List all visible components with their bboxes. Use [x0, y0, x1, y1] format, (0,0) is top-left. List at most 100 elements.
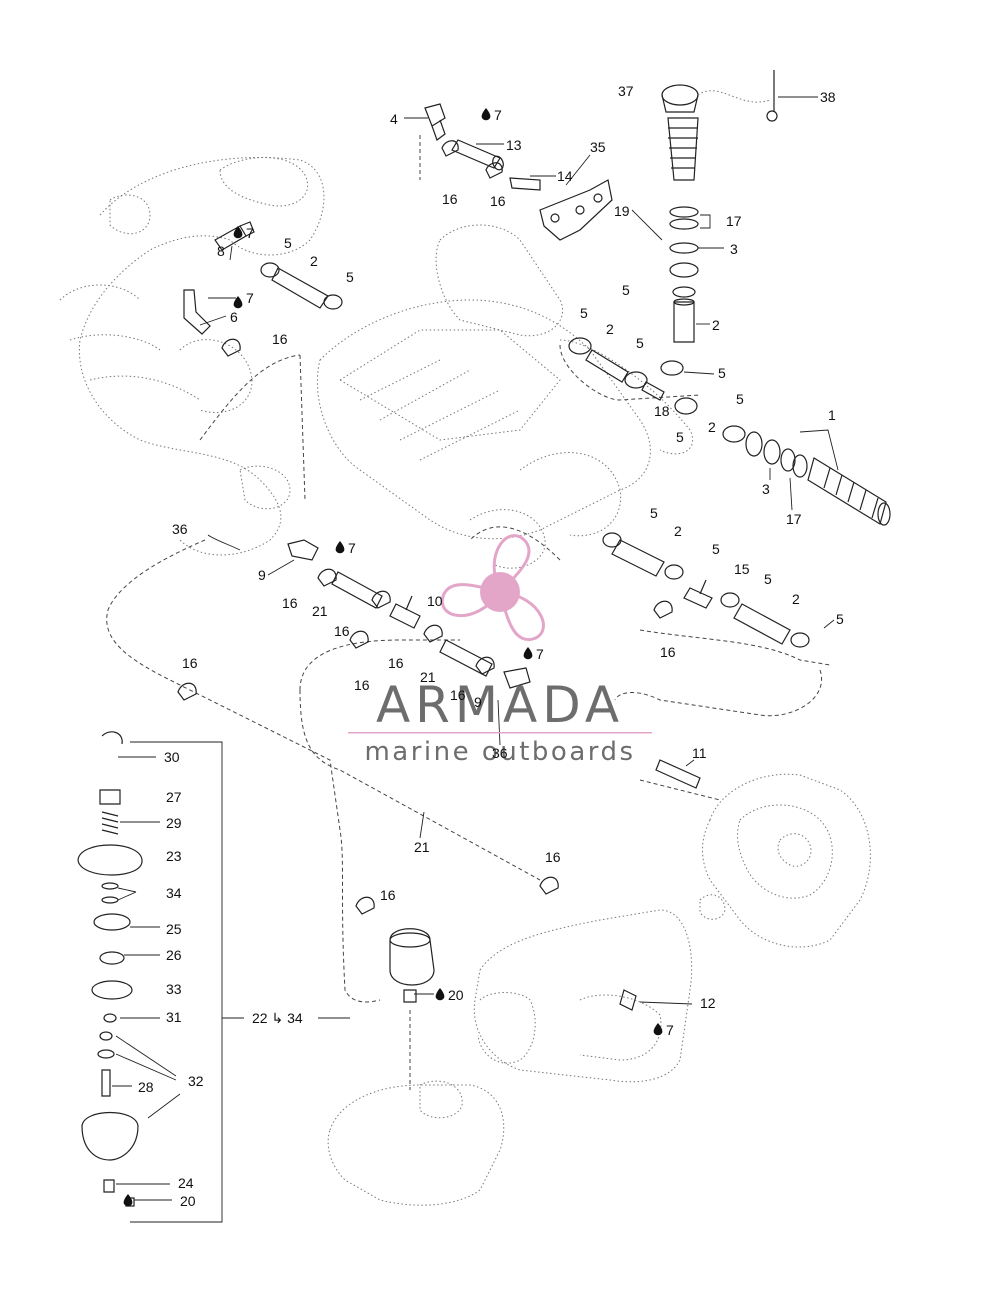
callout-19: 19 — [614, 203, 630, 219]
hose-2-left — [260, 262, 343, 310]
fitting-14 — [509, 177, 541, 191]
hose-2-lower-right — [720, 592, 810, 648]
hose-2-vertical — [673, 298, 695, 343]
propeller-blade — [440, 583, 502, 618]
callout-24: 24 — [178, 1175, 194, 1191]
hose-21-lower — [439, 639, 493, 677]
callout-17: 17 — [726, 213, 742, 229]
callout-17: 17 — [786, 511, 802, 527]
callout-3: 3 — [730, 241, 738, 257]
callout-16: 16 — [182, 655, 198, 671]
callout-1: 1 — [828, 407, 836, 423]
callout-21: 21 — [420, 669, 436, 685]
callout-6: 6 — [230, 309, 238, 325]
callout-11: 11 — [692, 745, 707, 761]
hose-2-right — [585, 349, 629, 383]
callout-21: 21 — [312, 603, 328, 619]
callout-16: 16 — [490, 193, 506, 209]
sealant-drop-icon — [233, 226, 243, 239]
callout-7: 7 — [536, 646, 544, 662]
clamp-16-top — [441, 140, 503, 179]
muffler-outline — [473, 909, 693, 1083]
callout-16: 16 — [354, 677, 370, 693]
washer-3-right — [745, 431, 781, 465]
callout-2: 2 — [792, 591, 800, 607]
sealant-drop-icon — [481, 108, 491, 121]
callout-8: 8 — [217, 243, 225, 259]
clamp-16-lower — [355, 876, 559, 915]
filler-neck-19 — [667, 117, 699, 181]
callout-13: 13 — [506, 137, 522, 153]
propeller-logo-icon — [440, 534, 545, 642]
callout-38: 38 — [820, 89, 836, 105]
fill-cap-37 — [661, 84, 771, 113]
fitting-12 — [619, 989, 637, 1011]
sealant-markers — [123, 108, 663, 1207]
engine-block-outline — [316, 224, 694, 569]
o-ring-17-top — [669, 206, 699, 230]
callout-2: 2 — [708, 419, 716, 435]
callout-36: 36 — [492, 745, 508, 761]
fitting-11 — [655, 759, 701, 789]
callout-16: 16 — [272, 331, 288, 347]
bracket-35 — [539, 179, 613, 241]
callout-5: 5 — [836, 611, 844, 627]
callout-5: 5 — [718, 365, 726, 381]
callout-27: 27 — [166, 789, 182, 805]
callout-12: 12 — [700, 995, 716, 1011]
propeller-blade — [492, 534, 531, 594]
clamp-5-row — [568, 337, 746, 443]
callout-15: 15 — [734, 561, 750, 577]
callout-16: 16 — [282, 595, 298, 611]
callout-30: 30 — [164, 749, 180, 765]
fitting-4 — [424, 103, 446, 141]
callout-7: 7 — [246, 290, 254, 306]
callout-20: 20 — [448, 987, 464, 1003]
sealant-drop-icon — [653, 1023, 663, 1036]
fitting-9-top — [287, 539, 319, 561]
callout-5: 5 — [284, 235, 292, 251]
callout-14: 14 — [557, 168, 573, 184]
hose-routings — [106, 135, 831, 1090]
callout-21: 21 — [414, 839, 430, 855]
sealant-drop-icon — [435, 988, 445, 1001]
sealant-drop-icon — [233, 296, 243, 309]
callout-33: 33 — [166, 981, 182, 997]
callout-9: 9 — [258, 567, 266, 583]
callout-16: 16 — [380, 887, 396, 903]
callout-36: 36 — [172, 521, 188, 537]
fitting-8 — [214, 221, 255, 251]
callout-2: 2 — [712, 317, 720, 333]
callout-5: 5 — [346, 269, 354, 285]
callout-5: 5 — [736, 391, 744, 407]
callout-34: 34 — [166, 885, 182, 901]
callout-35: 35 — [590, 139, 606, 155]
water-box-outline — [327, 1080, 505, 1206]
callout-5: 5 — [622, 282, 630, 298]
callout-5: 5 — [764, 571, 772, 587]
callout-7: 7 — [348, 540, 356, 556]
clamps-16-mid — [177, 568, 673, 701]
clamp-5-mid — [660, 360, 684, 376]
washer-3-top — [669, 242, 699, 278]
callout-16: 16 — [442, 191, 458, 207]
sealant-drop-icon — [335, 541, 345, 554]
hose-21-upper — [331, 571, 383, 609]
fitting-18 — [641, 381, 665, 401]
callout-16: 16 — [388, 655, 404, 671]
clamp-16-left — [221, 338, 241, 357]
callout-7: 7 — [246, 225, 254, 241]
callout-37: 37 — [618, 83, 634, 99]
fitting-9-bottom — [503, 667, 531, 689]
tee-15 — [683, 579, 713, 609]
jet-pump-outline — [699, 773, 871, 948]
hose-13 — [451, 139, 504, 171]
elbow-6 — [183, 289, 211, 335]
callout-10: 10 — [427, 593, 443, 609]
watermark-tagline: marine outboards — [364, 737, 635, 767]
callout-26: 26 — [166, 947, 182, 963]
exhaust-manifold-outline — [59, 157, 325, 556]
o-ring-17-right — [780, 448, 808, 478]
callout-20: 20 — [180, 1193, 196, 1209]
